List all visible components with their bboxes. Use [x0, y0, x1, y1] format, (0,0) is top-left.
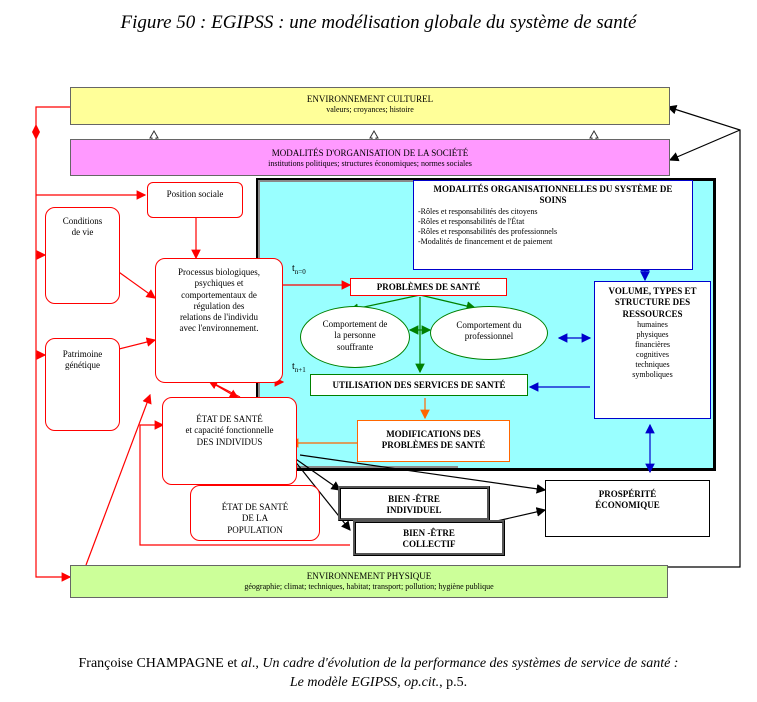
- etat-individus-line3: DES INDIVIDUS: [196, 436, 263, 447]
- comp-personne-line1: Comportement de: [322, 319, 388, 329]
- t-n0-sub: n=0: [294, 268, 306, 276]
- ressources-item5: techniques: [635, 359, 670, 369]
- caption-sep: .,: [251, 656, 263, 671]
- caption: Françoise CHAMPAGNE et al., Un cadre d'é…: [0, 655, 757, 693]
- processus-line3: comportementaux de: [181, 289, 257, 300]
- patrimoine-line2: génétique: [65, 360, 100, 371]
- conditions-vie-box: Conditions de vie: [45, 207, 120, 304]
- prosperite-line1: PROSPÉRITÉ: [598, 489, 657, 499]
- env-culturel-box: ENVIRONNEMENT CULTUREL valeurs; croyance…: [70, 87, 670, 125]
- etat-individus-box: ÉTAT DE SANTÉ et capacité fonctionnelle …: [162, 397, 297, 485]
- bien-individuel-line1: BIEN -ÊTRE: [388, 494, 440, 504]
- t-n0-base: t: [292, 263, 295, 274]
- ressources-item6: symboliques: [632, 369, 673, 379]
- ressources-title2: STRUCTURE DES: [614, 297, 691, 308]
- ressources-item1: humaines: [637, 319, 668, 329]
- prosperite-box: PROSPÉRITÉ ÉCONOMIQUE: [545, 480, 710, 537]
- modalites-soins-title1: MODALITÉS ORGANISATIONNELLES DU SYSTÈME …: [433, 184, 673, 194]
- t-n0-label: tn=0: [292, 263, 322, 277]
- caption-opcit: , op.cit.: [397, 674, 440, 690]
- comp-personne-line3: souffrante: [336, 341, 374, 352]
- modalites-soins-item3: -Rôles et responsabilités des profession…: [418, 226, 558, 236]
- caption-page: , p.5.: [439, 674, 468, 690]
- modalites-societe-box: MODALITÉS D'ORGANISATION DE LA SOCIÉTÉ i…: [70, 139, 670, 176]
- bien-individuel-line2: INDIVIDUEL: [386, 505, 442, 516]
- modifications-line2: PROBLÈMES DE SANTÉ: [381, 440, 486, 451]
- ressources-title1: VOLUME, TYPES ET: [608, 286, 697, 296]
- conditions-vie-line2: de vie: [71, 227, 94, 238]
- caption-line1: Françoise CHAMPAGNE et al., Un cadre d'é…: [0, 655, 757, 674]
- processus-line4: régulation des: [193, 300, 245, 311]
- processus-line5: relations de l'individu: [179, 312, 259, 322]
- ressources-box: VOLUME, TYPES ET STRUCTURE DES RESSOURCE…: [594, 281, 711, 419]
- orange-connectors: [288, 398, 430, 448]
- env-physique-title: ENVIRONNEMENT PHYSIQUE: [306, 571, 432, 581]
- etat-individus-line1: ÉTAT DE SANTÉ: [196, 414, 263, 424]
- etat-population-box: ÉTAT DE SANTÉ DE LA POPULATION: [190, 485, 320, 541]
- modifications-line1: MODIFICATIONS DES: [386, 429, 481, 439]
- processus-line6: avec l'environnement.: [179, 323, 259, 334]
- t-n1-sub: n+1: [294, 366, 306, 374]
- comp-personne-ellipse: Comportement de la personne souffrante: [300, 306, 410, 368]
- etat-individus-line2: et capacité fonctionnelle: [185, 425, 274, 436]
- utilisation-box: UTILISATION DES SERVICES DE SANTÉ: [310, 374, 528, 396]
- env-culturel-sub: valeurs; croyances; histoire: [326, 105, 414, 115]
- env-physique-box: ENVIRONNEMENT PHYSIQUE géographie; clima…: [70, 565, 668, 598]
- utilisation-label: UTILISATION DES SERVICES DE SANTÉ: [332, 380, 506, 390]
- modifications-box: MODIFICATIONS DES PROBLÈMES DE SANTÉ: [357, 420, 510, 462]
- comp-professionnel-line2: professionnel: [464, 331, 514, 342]
- bien-etre-collectif-box: BIEN -ÊTRE COLLECTIF: [353, 520, 505, 556]
- t-n1-label: tn+1: [292, 361, 322, 375]
- caption-line2: Le modèle EGIPSS, op.cit., p.5.: [0, 674, 757, 693]
- modalites-soins-item1: -Rôles et responsabilités des citoyens: [418, 206, 538, 216]
- comp-professionnel-ellipse: Comportement du professionnel: [430, 306, 548, 360]
- env-culturel-title: ENVIRONNEMENT CULTUREL: [306, 94, 434, 104]
- prosperite-line2: ÉCONOMIQUE: [595, 500, 660, 511]
- caption-author: Françoise CHAMPAGNE et: [78, 656, 241, 671]
- env-physique-sub: géographie; climat; techniques, habitat;…: [244, 582, 494, 592]
- t-n1-base: t: [292, 361, 295, 372]
- comp-professionnel-line1: Comportement du: [456, 320, 522, 330]
- caption-title-line1: Un cadre d'évolution de la performance d…: [262, 656, 679, 671]
- etat-population-line1: ÉTAT DE SANTÉ: [221, 502, 289, 512]
- etat-population-line3: POPULATION: [227, 524, 283, 535]
- modalites-soins-item2: -Rôles et responsabilités de l'État: [418, 216, 525, 226]
- ressources-item3: financières: [634, 339, 671, 349]
- bien-etre-individuel-box: BIEN -ÊTRE INDIVIDUEL: [338, 486, 490, 521]
- processus-line2: psychiques et: [194, 278, 244, 289]
- caption-title-line2: Le modèle EGIPSS: [289, 674, 398, 690]
- modalites-soins-box: MODALITÉS ORGANISATIONNELLES DU SYSTÈME …: [413, 180, 693, 270]
- etat-population-line2: DE LA: [241, 513, 269, 524]
- bien-collectif-line1: BIEN -ÊTRE: [403, 528, 455, 538]
- ressources-title3: RESSOURCES: [622, 308, 683, 319]
- processus-box: Processus biologiques, psychiques et com…: [155, 258, 283, 383]
- problemes-sante-label: PROBLÈMES DE SANTÉ: [376, 282, 481, 292]
- ressources-item2: physiques: [636, 329, 669, 339]
- modalites-societe-title: MODALITÉS D'ORGANISATION DE LA SOCIÉTÉ: [271, 148, 469, 158]
- patrimoine-line1: Patrimoine: [62, 349, 103, 359]
- problemes-sante-box: PROBLÈMES DE SANTÉ: [350, 278, 507, 296]
- figure-title: Figure 50 : EGIPSS : une modélisation gl…: [120, 12, 637, 33]
- position-sociale-label: Position sociale: [166, 189, 224, 199]
- modalites-societe-sub: institutions politiques; structures écon…: [268, 159, 472, 169]
- comp-personne-line2: la personne: [334, 330, 376, 341]
- modalites-soins-title2: SOINS: [539, 195, 567, 206]
- patrimoine-box: Patrimoine génétique: [45, 338, 120, 431]
- ressources-item4: cognitives: [636, 349, 669, 359]
- modalites-soins-item4: -Modalités de financement et de paiement: [418, 236, 553, 246]
- processus-line1: Processus biologiques,: [178, 267, 260, 277]
- red-diamond: [32, 124, 40, 140]
- position-sociale-box: Position sociale: [147, 182, 243, 218]
- bien-collectif-line2: COLLECTIF: [402, 539, 456, 550]
- conditions-vie-line1: Conditions: [62, 216, 103, 226]
- caption-etal: al: [240, 656, 252, 671]
